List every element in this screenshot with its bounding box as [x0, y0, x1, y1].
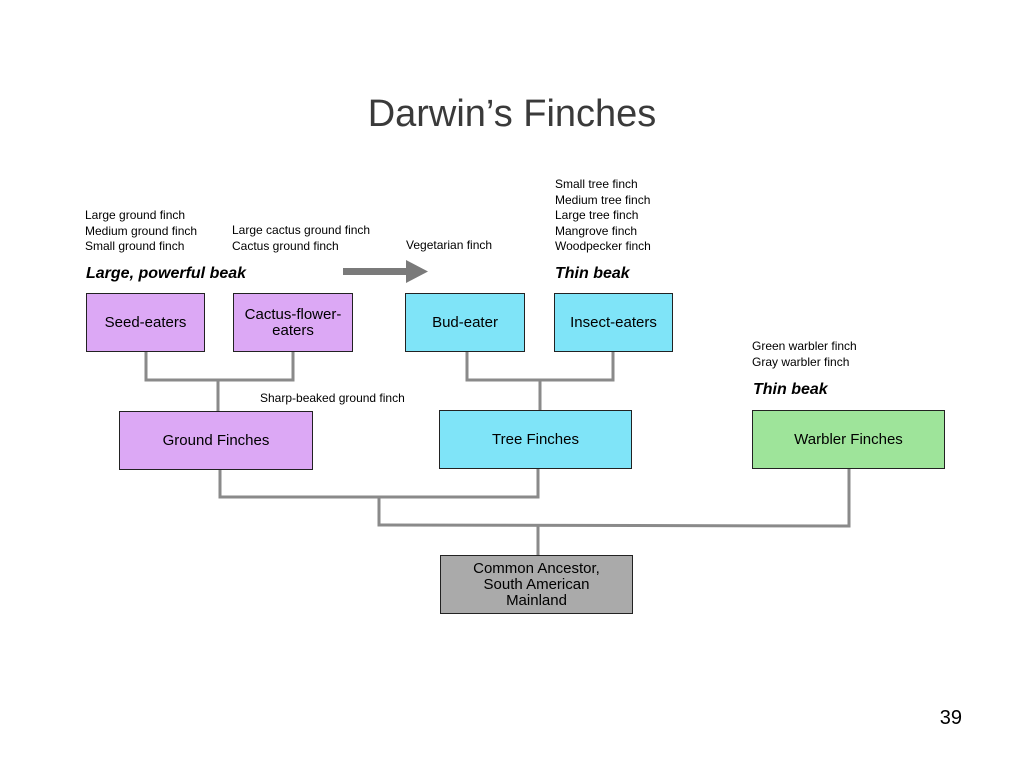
cactus-flower-eaters-label: Cactus-flower-eaters: [244, 305, 342, 339]
slide-title: Darwin’s Finches: [367, 93, 657, 135]
species-label: Medium tree finch: [555, 192, 651, 207]
species-label: Cactus ground finch: [232, 238, 339, 253]
species-label: Large cactus ground finch: [232, 223, 371, 237]
insect-eaters-label: Insect-eaters: [570, 313, 657, 331]
species-label: Gray warbler finch: [752, 354, 850, 369]
insect-species-list: Small tree finch Medium tree finch Large…: [555, 177, 651, 255]
species-label: Mangrove finch: [555, 223, 638, 238]
seed-eater-species-list: Large ground finch Medium ground finch S…: [85, 208, 197, 255]
common-ancestor-label: Common Ancestor, South American Mainland: [473, 559, 600, 609]
common-ancestor-box: Common Ancestor, South American Mainland: [440, 555, 633, 614]
beak-label-large: Large, powerful beak: [86, 265, 247, 282]
connector-seed-cactus: [144, 352, 295, 382]
species-label: Medium ground finch: [85, 223, 198, 238]
seed-eaters-box: Seed-eaters: [86, 293, 205, 352]
seed-eaters-label: Seed-eaters: [104, 313, 187, 331]
ground-finches-label: Ground Finches: [162, 431, 270, 449]
species-label: Large ground finch: [85, 208, 186, 222]
sharp-beaked-label: Sharp-beaked ground finch: [260, 391, 405, 405]
bud-species-list: Vegetarian finch: [406, 238, 492, 254]
warbler-finches-label: Warbler Finches: [794, 430, 903, 448]
species-label: Green warbler finch: [752, 339, 857, 353]
cactus-flower-eaters-box: Cactus-flower-eaters: [233, 293, 353, 352]
tree-finches-box: Tree Finches: [439, 410, 632, 469]
connector-bud-insect: [465, 352, 615, 382]
cactus-species-list: Large cactus ground finch Cactus ground …: [232, 223, 370, 254]
tree-finches-label: Tree Finches: [492, 430, 579, 448]
species-label: Woodpecker finch: [555, 239, 651, 253]
bud-eater-box: Bud-eater: [405, 293, 525, 352]
species-label: Vegetarian finch: [406, 238, 493, 252]
species-label: Small tree finch: [555, 177, 638, 191]
beak-label-thin-warbler: Thin beak: [753, 381, 828, 398]
beak-label-thin-tree: Thin beak: [555, 265, 630, 282]
bud-eater-label: Bud-eater: [432, 313, 498, 331]
connector-ground-tree: [218, 469, 540, 499]
ground-finches-box: Ground Finches: [119, 411, 313, 470]
species-label: Small ground finch: [85, 239, 185, 253]
warbler-species-list: Green warbler finch Gray warbler finch: [752, 339, 857, 370]
species-label: Large tree finch: [555, 208, 639, 222]
insect-eaters-box: Insect-eaters: [554, 293, 673, 352]
connector-to-warbler: [377, 469, 851, 528]
warbler-finches-box: Warbler Finches: [752, 410, 945, 469]
arrow-right-icon: [343, 260, 428, 283]
page-number: 39: [939, 707, 962, 729]
